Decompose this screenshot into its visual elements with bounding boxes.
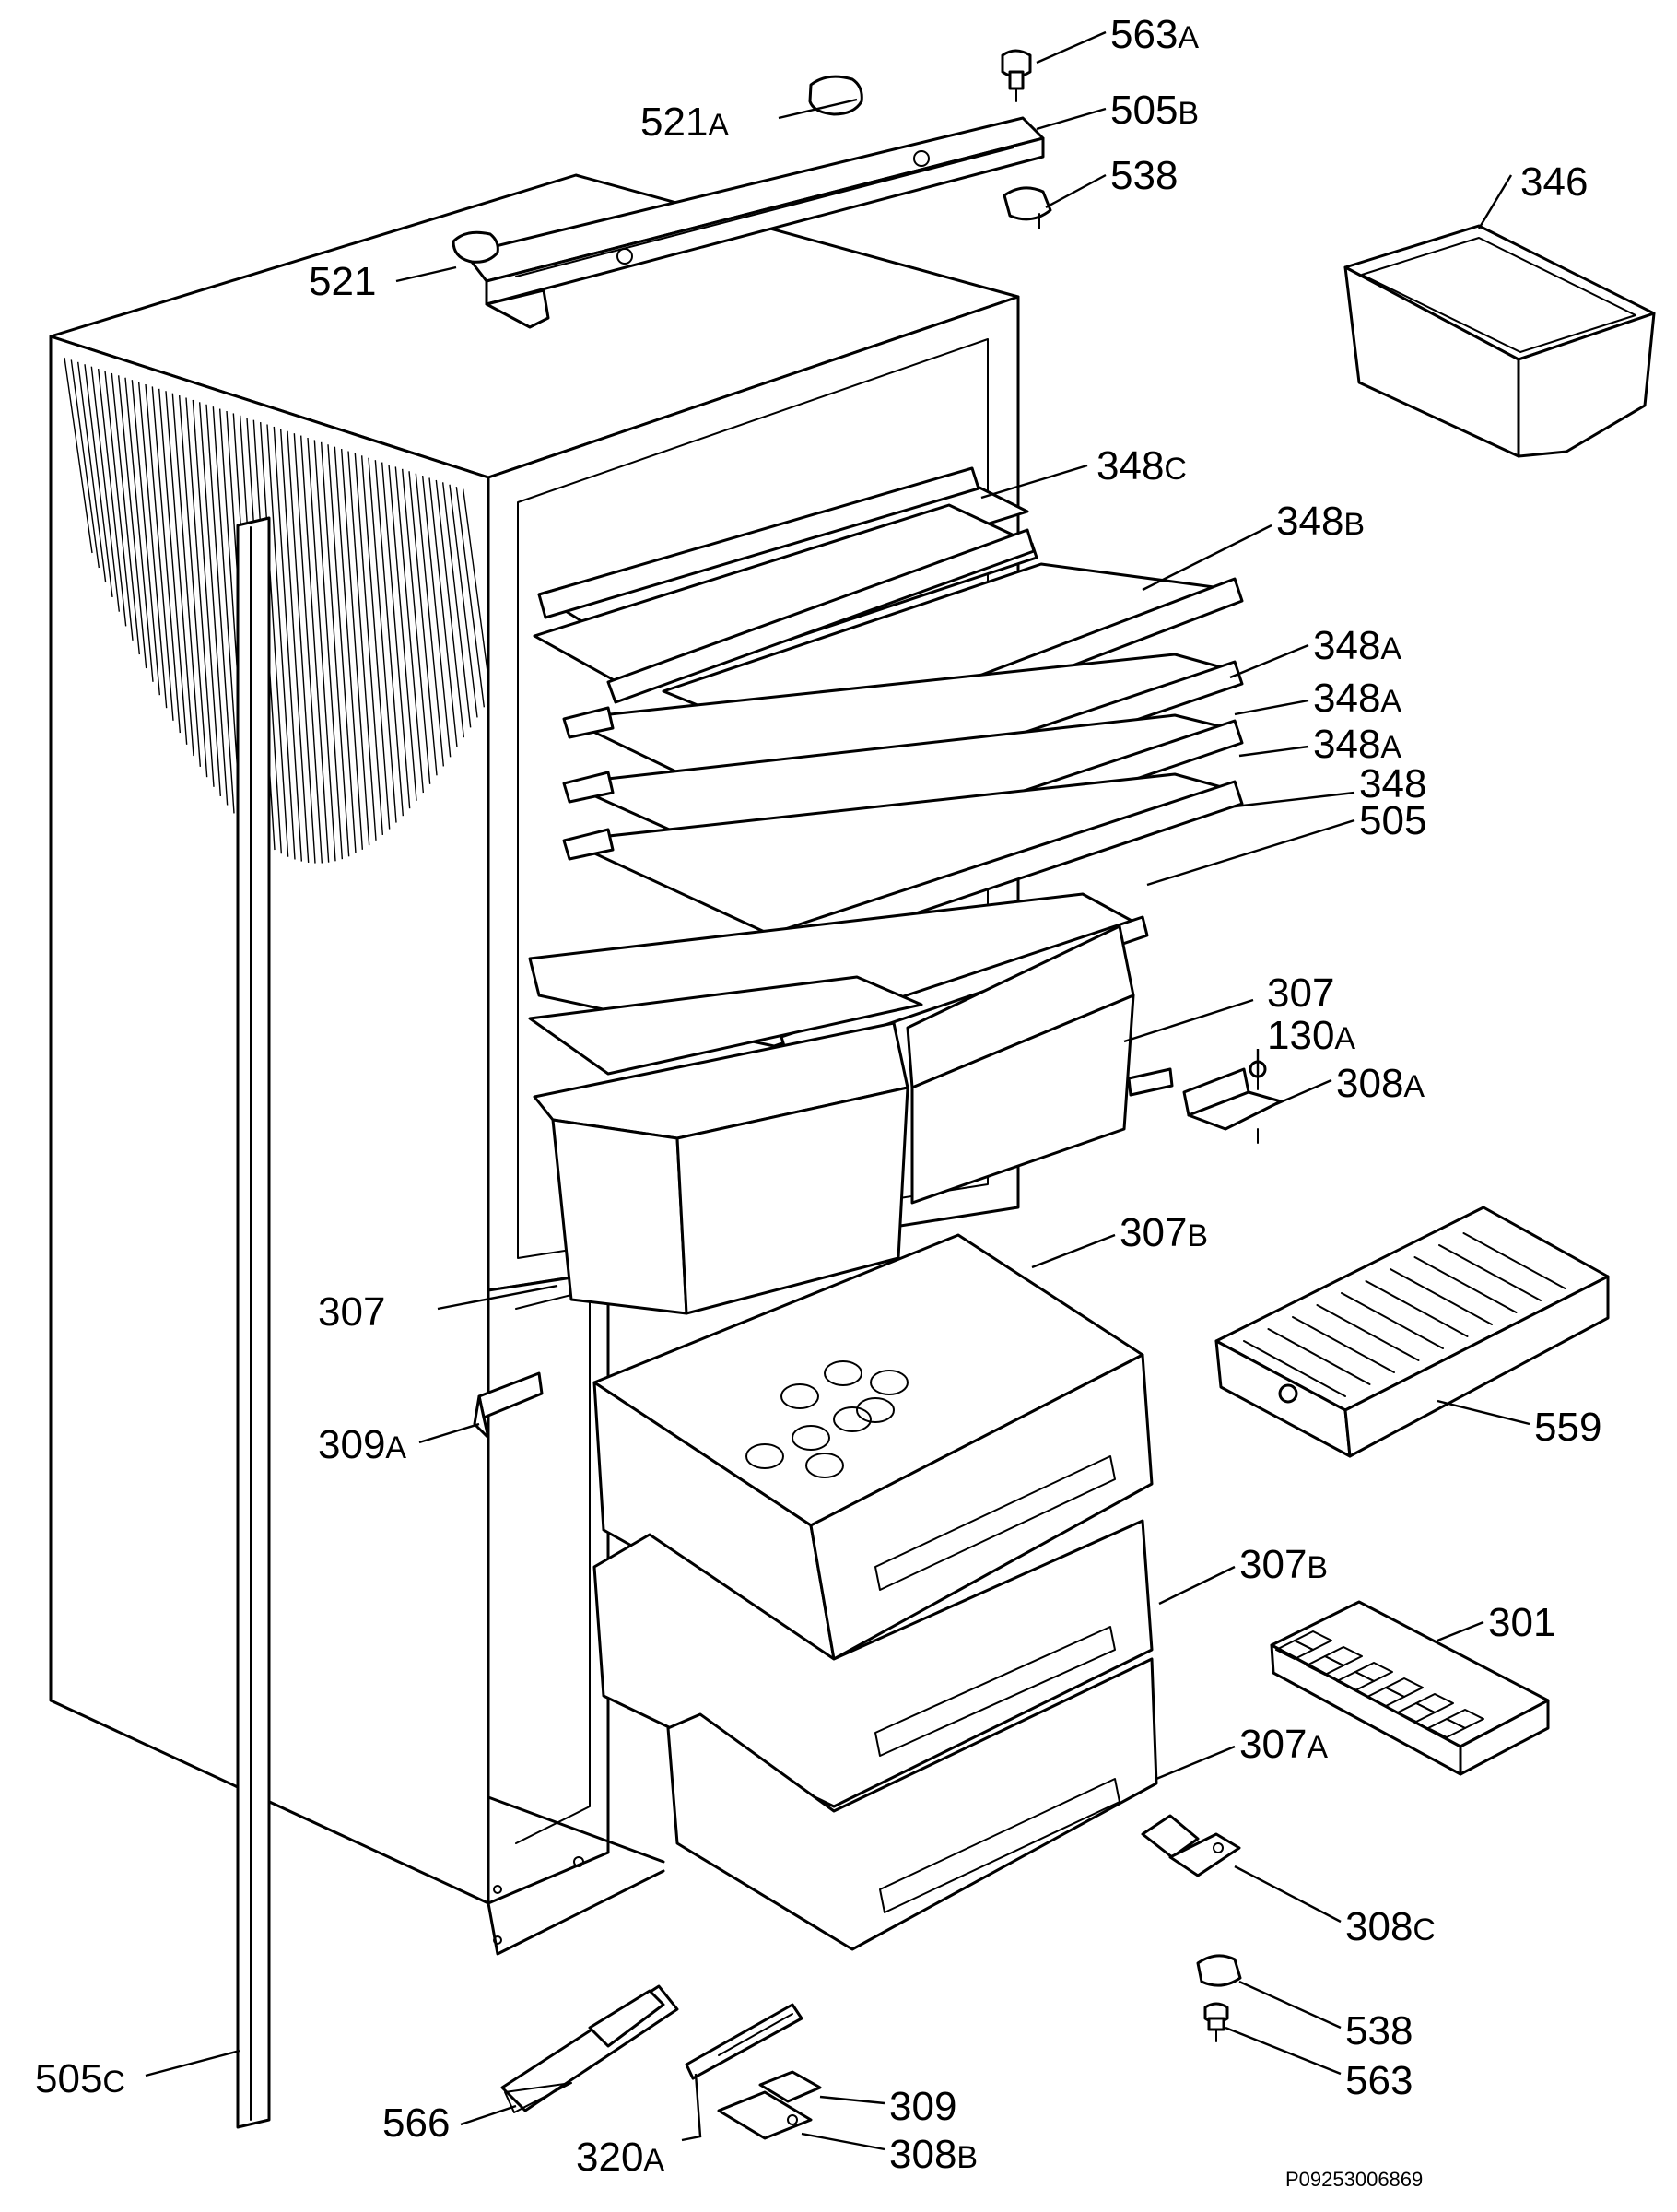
label-307a: 307A bbox=[1239, 1722, 1328, 1767]
drawer-vent-holes bbox=[745, 1360, 909, 1478]
label-307b-2: 307B bbox=[1239, 1542, 1328, 1587]
hinge-cap-521 bbox=[452, 230, 499, 264]
label-538-bottom: 538 bbox=[1345, 2008, 1413, 2053]
label-521: 521 bbox=[309, 259, 376, 304]
label-348c: 348C bbox=[1096, 443, 1187, 488]
label-566: 566 bbox=[382, 2100, 450, 2146]
freezer-drawer-307a-bottom bbox=[666, 1657, 1158, 1951]
hinge-308b bbox=[717, 2090, 813, 2140]
label-307-right: 307 bbox=[1267, 971, 1334, 1016]
crisper-drawer-left bbox=[533, 1021, 909, 1315]
side-panel-hatching bbox=[64, 357, 492, 864]
shelf-505-rail bbox=[528, 975, 923, 1076]
label-130a: 130A bbox=[1267, 1013, 1355, 1058]
door-gasket-strip bbox=[236, 516, 271, 2129]
hinge-308a bbox=[1182, 1060, 1283, 1144]
label-308b: 308B bbox=[889, 2132, 978, 2177]
label-348a-1: 348A bbox=[1313, 623, 1401, 668]
label-348b: 348B bbox=[1276, 499, 1365, 544]
label-348: 348 bbox=[1359, 761, 1426, 806]
label-307b-1: 307B bbox=[1120, 1210, 1208, 1255]
ice-tray-559 bbox=[1214, 1206, 1610, 1458]
screw-563 bbox=[1203, 2002, 1229, 2042]
ice-cube-tray-301 bbox=[1270, 1600, 1550, 1776]
document-code: P09253006869 bbox=[1285, 2168, 1423, 2191]
screw-563a bbox=[1001, 49, 1032, 102]
label-505: 505 bbox=[1359, 798, 1426, 843]
label-308c: 308C bbox=[1345, 1904, 1436, 1949]
label-505c: 505C bbox=[35, 2056, 125, 2101]
label-307-left: 307 bbox=[318, 1289, 385, 1335]
label-559: 559 bbox=[1534, 1405, 1601, 1450]
crisper-drawer-right bbox=[906, 924, 1135, 1205]
label-301: 301 bbox=[1488, 1600, 1555, 1645]
label-309a: 309A bbox=[318, 1422, 406, 1467]
label-538-top: 538 bbox=[1110, 153, 1178, 198]
label-346: 346 bbox=[1520, 159, 1588, 205]
door-bin bbox=[1343, 224, 1656, 458]
label-308a: 308A bbox=[1336, 1061, 1425, 1106]
shelf-348a-3 bbox=[562, 772, 1244, 957]
bushing-538-top bbox=[1003, 186, 1052, 229]
label-348a-3: 348A bbox=[1313, 722, 1401, 767]
label-320a: 320A bbox=[576, 2135, 664, 2180]
ice-cube-cells bbox=[1275, 1630, 1484, 1738]
clip-309a bbox=[473, 1371, 544, 1440]
part-labels: 563A 521A 505B 538 346 521 348C 348B 348… bbox=[35, 12, 1601, 2180]
freezer-drawer-307b-top bbox=[592, 1233, 1154, 1661]
top-hinge-rail bbox=[463, 116, 1045, 329]
hinge-308c bbox=[1141, 1814, 1241, 1877]
label-505b: 505B bbox=[1110, 88, 1199, 133]
hinge-cap-521a bbox=[808, 75, 863, 116]
label-348a-2: 348A bbox=[1313, 676, 1401, 721]
bracket-320a bbox=[685, 2003, 803, 2080]
foot-566 bbox=[500, 1984, 679, 2113]
label-563: 563 bbox=[1345, 2058, 1413, 2103]
freezer-drawer-307b-middle bbox=[592, 1519, 1154, 1808]
cap-309 bbox=[758, 2070, 822, 2103]
label-521a: 521A bbox=[640, 100, 729, 145]
bushing-538-bottom bbox=[1196, 1954, 1242, 1987]
label-309: 309 bbox=[889, 2084, 956, 2129]
ice-tray-ribs bbox=[1243, 1232, 1566, 1397]
label-563a: 563A bbox=[1110, 12, 1199, 57]
strip-307 bbox=[1127, 1067, 1174, 1097]
leader-lines bbox=[145, 30, 1530, 2151]
